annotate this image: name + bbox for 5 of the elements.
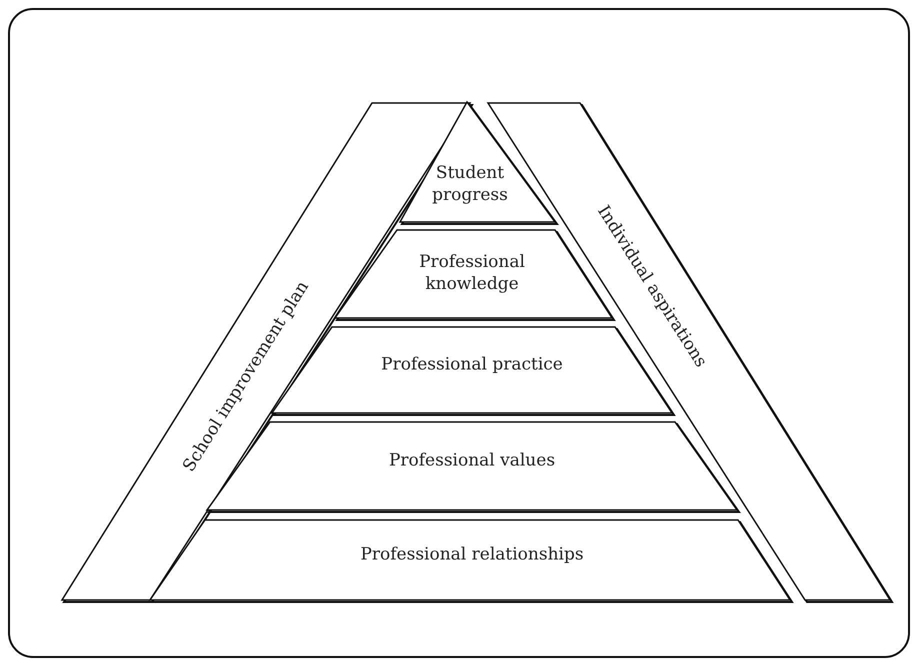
layer-label: Professional practice [380, 354, 564, 376]
layer-label: Professional knowledge [418, 251, 526, 295]
layer-label: Professional values [388, 450, 556, 472]
layer-label: Professional relationships [359, 544, 585, 566]
layer-label: Student progress [431, 162, 509, 206]
